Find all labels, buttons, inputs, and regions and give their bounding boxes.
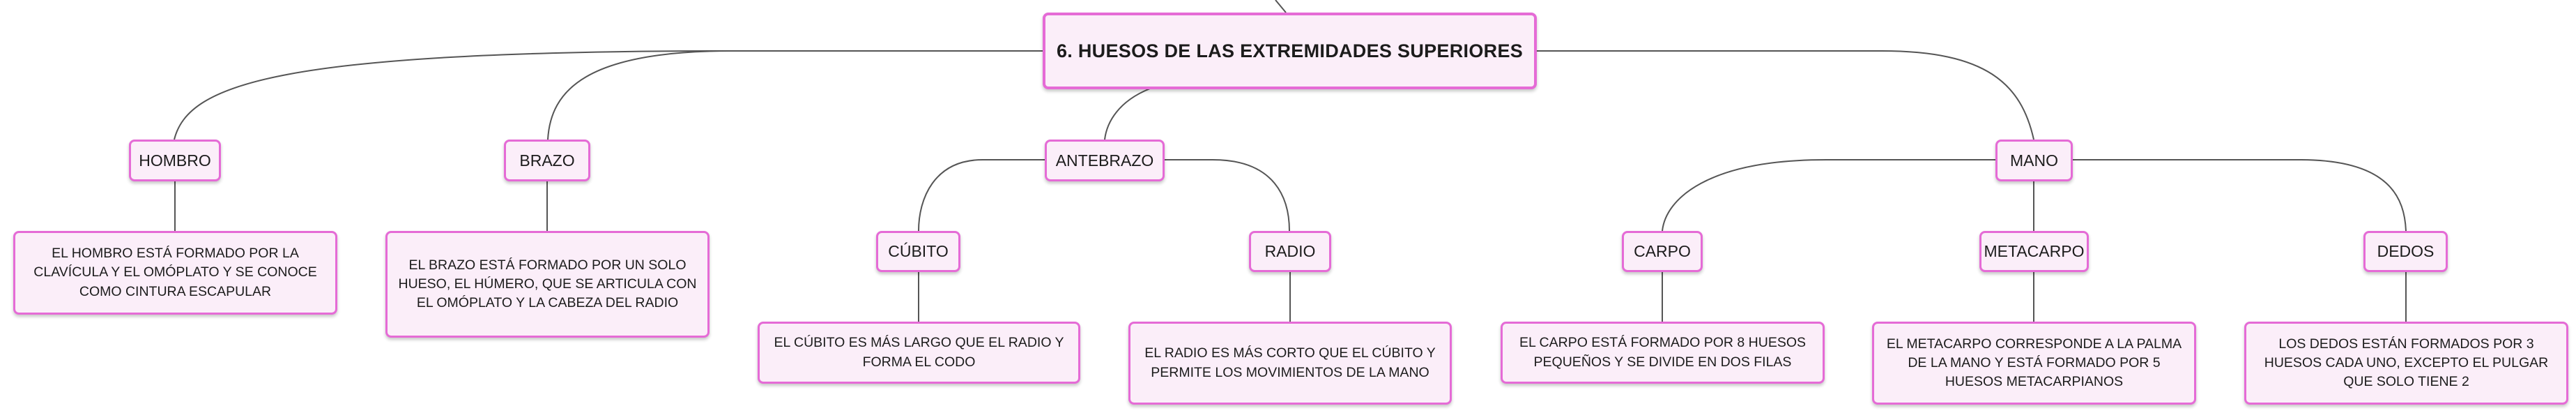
topic-brazo[interactable]: BRAZO	[504, 140, 590, 181]
root-topic[interactable]: 6. HUESOS DE LAS EXTREMIDADES SUPERIORES	[1043, 13, 1537, 89]
connector-mano-dedos	[2073, 159, 2407, 232]
topic-mano[interactable]: MANO	[1995, 140, 2073, 181]
topic-hombro[interactable]: HOMBRO	[129, 140, 221, 181]
description-cubito[interactable]: EL CÚBITO ES MÁS LARGO QUE EL RADIO Y FO…	[758, 322, 1080, 384]
connector-antebrazo-radio	[1165, 159, 1290, 232]
connector-root-antebrazo	[1104, 88, 1151, 140]
topic-cubito[interactable]: CÚBITO	[876, 231, 960, 272]
description-carpo[interactable]: EL CARPO ESTÁ FORMADO POR 8 HUESOS PEQUE…	[1501, 322, 1825, 384]
topic-carpo[interactable]: CARPO	[1622, 231, 1703, 272]
connector-root-mano	[1537, 50, 2034, 140]
topic-radio[interactable]: RADIO	[1249, 231, 1331, 272]
connector-mano-carpo	[1662, 159, 1995, 232]
description-hombro[interactable]: EL HOMBRO ESTÁ FORMADO POR LA CLAVÍCULA …	[13, 231, 337, 315]
connector-antebrazo-cubito	[918, 159, 1045, 232]
connector-parent-stub	[1275, 0, 1287, 13]
description-radio[interactable]: EL RADIO ES MÁS CORTO QUE EL CÚBITO Y PE…	[1128, 322, 1452, 405]
topic-antebrazo[interactable]: ANTEBRAZO	[1045, 140, 1165, 181]
description-dedos[interactable]: LOS DEDOS ESTÁN FORMADOS POR 3 HUESOS CA…	[2244, 322, 2568, 405]
connector-root-hombro	[174, 50, 1043, 140]
description-brazo[interactable]: EL BRAZO ESTÁ FORMADO POR UN SOLO HUESO,…	[385, 231, 710, 338]
topic-dedos[interactable]: DEDOS	[2363, 231, 2448, 272]
description-metacarpo[interactable]: EL METACARPO CORRESPONDE A LA PALMA DE L…	[1872, 322, 2196, 405]
connector-root-brazo	[547, 50, 1043, 140]
topic-metacarpo[interactable]: METACARPO	[1979, 231, 2089, 272]
